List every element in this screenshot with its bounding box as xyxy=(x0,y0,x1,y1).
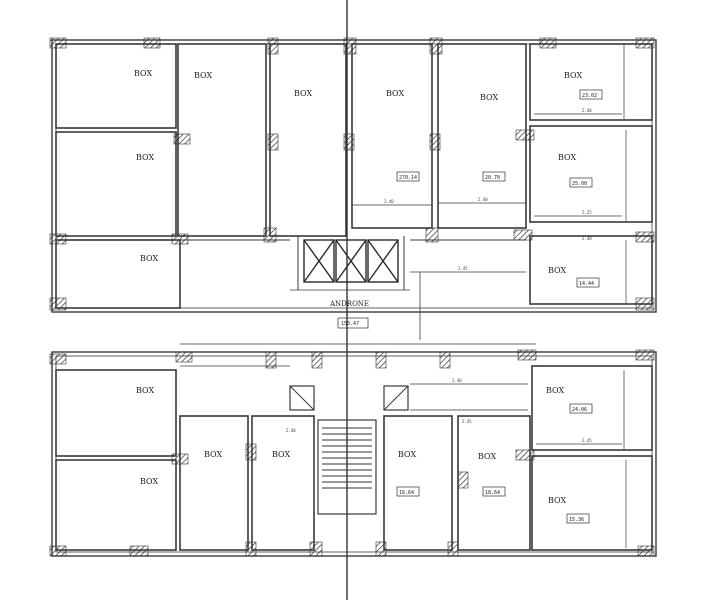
room-label: BOX xyxy=(272,450,290,459)
room-label: BOX xyxy=(294,89,312,98)
room-label: BOX xyxy=(558,153,576,162)
dimension-note: 2.40 xyxy=(384,199,394,204)
dimension-note: 2.40 xyxy=(582,108,592,113)
area-value: 20.70 xyxy=(485,175,500,181)
area-value: 15.36 xyxy=(569,517,584,523)
room-label: BOX xyxy=(386,89,404,98)
room-label: BOX xyxy=(398,450,416,459)
stair-treads xyxy=(322,427,372,489)
room-label: BOX xyxy=(136,386,154,395)
lower-block xyxy=(51,343,657,557)
room-labels: BOX BOX BOX BOX BOX BOX BOX BOX BOX BOX … xyxy=(134,69,582,505)
room-label: BOX xyxy=(134,69,152,78)
hall-area: 153.47 xyxy=(341,321,359,327)
hall-label: ANDRONE xyxy=(329,300,369,308)
area-tags xyxy=(337,89,603,524)
dimension-note: 2.45 xyxy=(458,266,468,271)
dimension-note: 2.40 xyxy=(582,236,592,241)
room-label: BOX xyxy=(136,153,154,162)
room-label: BOX xyxy=(546,386,564,395)
area-value: 16.64 xyxy=(399,490,414,496)
dimension-note: 2.45 xyxy=(462,419,472,424)
area-value: 23.02 xyxy=(582,93,597,99)
dimension-notes: 2.40 2.40 2.40 2.25 2.40 2.45 2.40 2.45 … xyxy=(286,108,592,443)
area-value: 18.64 xyxy=(485,490,500,496)
dimension-note: 2.40 xyxy=(452,378,462,383)
dimension-note: 2.40 xyxy=(478,197,488,202)
area-value: 14.44 xyxy=(579,281,594,287)
room-label: BOX xyxy=(204,450,222,459)
area-value: 270.14 xyxy=(399,175,417,181)
room-label: BOX xyxy=(140,254,158,263)
area-value: 24.06 xyxy=(572,407,587,413)
room-label: BOX xyxy=(480,93,498,102)
room-label: BOX xyxy=(140,477,158,486)
room-label: BOX xyxy=(478,452,496,461)
room-label: BOX xyxy=(194,71,212,80)
room-label: BOX xyxy=(548,496,566,505)
dimension-note: 2.40 xyxy=(286,428,296,433)
structural-columns xyxy=(49,37,655,557)
area-value: 25.00 xyxy=(572,181,587,187)
room-label: BOX xyxy=(564,71,582,80)
upper-block xyxy=(51,39,657,340)
elevator-shafts xyxy=(303,239,399,283)
area-values: 270.14 20.70 23.02 25.00 14.44 24.06 16.… xyxy=(399,93,597,523)
dimension-note: 2.25 xyxy=(582,210,592,215)
room-label: BOX xyxy=(548,266,566,275)
dimension-note: 2.45 xyxy=(582,438,592,443)
